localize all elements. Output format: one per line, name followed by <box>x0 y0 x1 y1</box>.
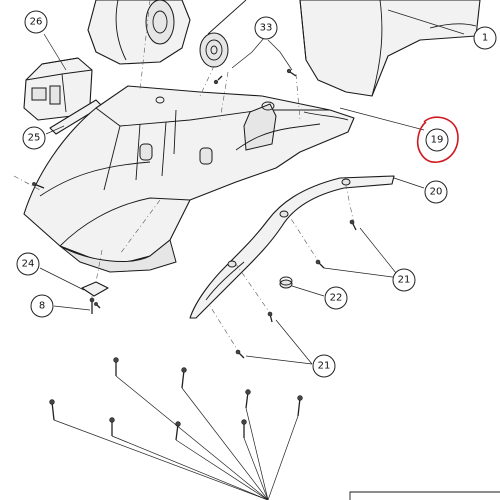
callout-20-label: 20 <box>430 187 443 198</box>
callout-26-label: 26 <box>30 17 43 28</box>
callout-19: 19 <box>425 128 449 152</box>
callout-22: 22 <box>324 286 348 310</box>
callout-21-upper: 21 <box>392 268 416 292</box>
callout-19-label: 19 <box>431 135 444 146</box>
highlight-circle-19 <box>416 116 459 163</box>
callout-33: 33 <box>254 16 278 40</box>
pulley-part <box>199 0 247 68</box>
callout-21-lower-label: 21 <box>318 361 331 372</box>
callout-21-upper-label: 21 <box>398 275 411 286</box>
leader-lines <box>39 9 465 500</box>
electronic-module-part-26 <box>23 57 93 121</box>
base-pan-part <box>23 85 355 267</box>
wheel-part <box>87 0 191 65</box>
callout-26: 26 <box>24 10 48 34</box>
long-screws <box>49 357 303 441</box>
callout-24: 24 <box>16 252 40 276</box>
assembly-axis-lines <box>13 0 355 355</box>
base-skirt-part <box>59 239 177 273</box>
callout-20: 20 <box>424 180 448 204</box>
pad-part-24 <box>81 281 109 297</box>
callout-33-label: 33 <box>260 23 273 34</box>
flexible-strip-part-20 <box>189 175 395 319</box>
title-block-edge <box>349 491 500 500</box>
bushing-part-22 <box>279 276 293 289</box>
callout-24-label: 24 <box>22 259 35 270</box>
callout-25: 25 <box>22 126 46 150</box>
callout-8: 8 <box>30 294 54 318</box>
callout-1-label: 1 <box>482 33 488 44</box>
housing-part-1 <box>299 0 481 97</box>
callout-25-label: 25 <box>28 133 41 144</box>
callout-22-label: 22 <box>330 293 343 304</box>
small-screws <box>32 68 357 359</box>
callout-1: 1 <box>473 26 497 50</box>
callout-21-lower: 21 <box>312 354 336 378</box>
callout-8-label: 8 <box>39 301 45 312</box>
